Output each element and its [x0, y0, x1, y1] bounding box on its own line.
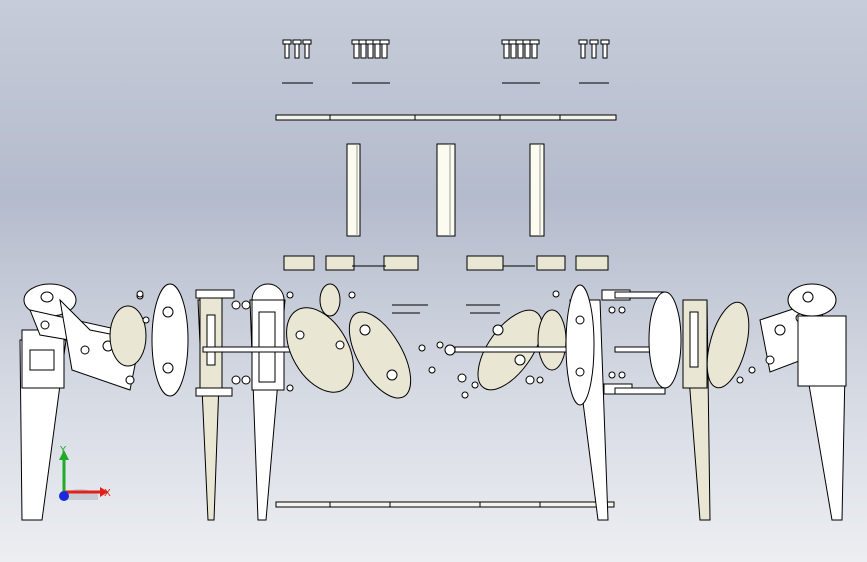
standoff-3 — [529, 143, 545, 237]
z-axis-dot — [59, 491, 69, 501]
nut-row — [283, 255, 609, 271]
leg-left-inner — [195, 283, 428, 521]
screw-group-1 — [282, 39, 313, 84]
y-axis-label: Y — [59, 445, 67, 456]
standoff-1 — [346, 143, 361, 237]
top-plate — [275, 114, 617, 121]
standoff-2 — [436, 143, 456, 237]
x-axis-label: X — [104, 488, 111, 499]
leg-right-outer — [614, 283, 847, 521]
screw-group-3 — [501, 39, 540, 84]
screw-group-2 — [351, 39, 390, 84]
coordinate-triad: X Y — [59, 445, 111, 501]
screw-group-4 — [578, 39, 610, 84]
leg-right-inner — [444, 284, 633, 521]
bottom-plate — [275, 501, 615, 508]
fasteners — [136, 290, 626, 399]
standoffs — [346, 143, 545, 237]
leg-left-outer — [19, 283, 189, 521]
